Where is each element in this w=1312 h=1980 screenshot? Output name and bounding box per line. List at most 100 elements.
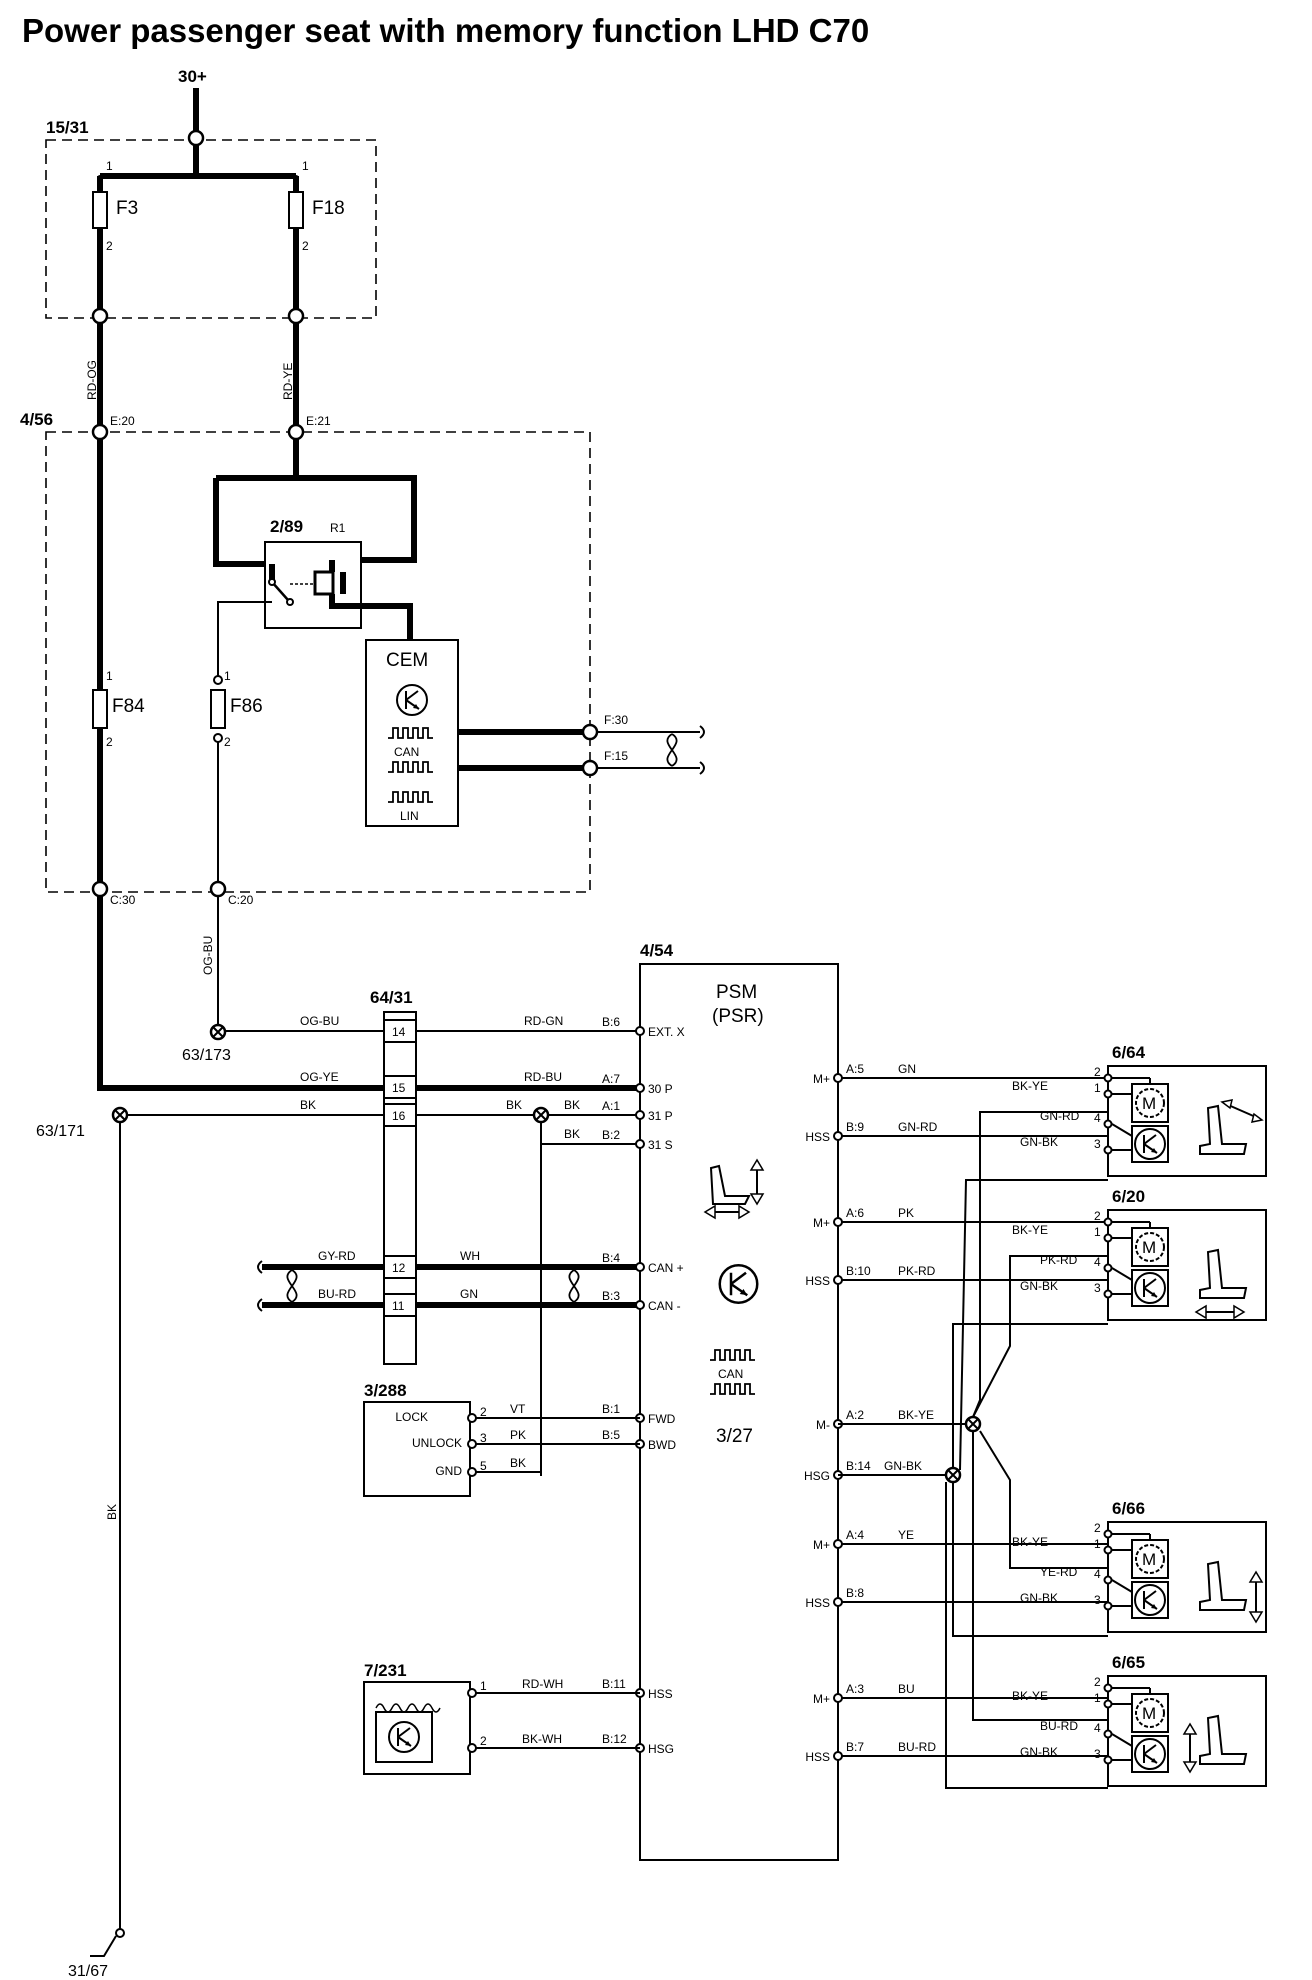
svg-text:YE-RD: YE-RD bbox=[1040, 1565, 1078, 1579]
svg-text:BK: BK bbox=[564, 1127, 580, 1141]
svg-text:1: 1 bbox=[1094, 1691, 1101, 1705]
svg-text:GN-BK: GN-BK bbox=[1020, 1135, 1058, 1149]
wire-rd-og-label: RD-OG bbox=[85, 360, 99, 400]
svg-text:B:12: B:12 bbox=[602, 1732, 627, 1746]
seat-direction-icon bbox=[1182, 1714, 1248, 1774]
svg-text:A:2: A:2 bbox=[846, 1408, 864, 1422]
svg-text:2: 2 bbox=[480, 1405, 487, 1419]
svg-text:GND: GND bbox=[435, 1464, 462, 1478]
svg-text:M+: M+ bbox=[813, 1692, 830, 1706]
svg-text:BK-YE: BK-YE bbox=[1012, 1223, 1048, 1237]
cem-box-4-56 bbox=[45, 431, 591, 893]
conn-e20: E:20 bbox=[110, 414, 135, 428]
svg-text:GN: GN bbox=[460, 1287, 478, 1301]
svg-text:B:6: B:6 bbox=[602, 1015, 620, 1029]
fuse-f3-label: F3 bbox=[116, 198, 138, 219]
ground-node-63-171 bbox=[111, 1106, 129, 1124]
fuse-f86-pin-out: 2 bbox=[224, 735, 231, 749]
psm-sub-id: 3/27 bbox=[716, 1426, 753, 1447]
motor-assemblies: 6/6421BK-YE4GN-RD3GN-BKM6/2021BK-YE4PK-R… bbox=[1012, 1043, 1267, 1787]
svg-text:31 P: 31 P bbox=[648, 1109, 673, 1123]
conn-f30: F:30 bbox=[604, 713, 628, 727]
svg-text:6/65: 6/65 bbox=[1112, 1653, 1145, 1672]
seat-direction-icon bbox=[1194, 1248, 1248, 1320]
fuse-box-15-31 bbox=[45, 139, 377, 319]
position-sensor-icon bbox=[1131, 1735, 1169, 1773]
svg-text:16: 16 bbox=[392, 1109, 406, 1123]
conn-e21: E:21 bbox=[306, 414, 331, 428]
svg-text:GN-RD: GN-RD bbox=[1040, 1109, 1080, 1123]
psm-left-pin: A:7 30 P bbox=[602, 1072, 673, 1096]
motor-icon: M bbox=[1131, 1693, 1169, 1733]
return-bus bbox=[838, 1111, 1108, 1789]
motor-icon: M bbox=[1131, 1539, 1169, 1579]
svg-text:2: 2 bbox=[1094, 1521, 1101, 1535]
ground-node-63-173 bbox=[209, 1023, 227, 1041]
svg-text:M: M bbox=[1142, 1238, 1156, 1257]
ground-63-173-label: 63/173 bbox=[182, 1047, 231, 1064]
sensor-row-2: 2 BK-WH bbox=[467, 1732, 640, 1753]
fuse-box-id: 15/31 bbox=[46, 118, 89, 137]
svg-text:4: 4 bbox=[1094, 1111, 1101, 1125]
psm-module bbox=[639, 963, 839, 1861]
svg-text:RD-GN: RD-GN bbox=[524, 1014, 563, 1028]
svg-text:GY-RD: GY-RD bbox=[318, 1249, 356, 1263]
svg-text:3: 3 bbox=[1094, 1137, 1101, 1151]
relay-coil bbox=[313, 570, 335, 596]
fuse-f3 bbox=[92, 191, 108, 229]
svg-text:B:11: B:11 bbox=[602, 1677, 626, 1691]
svg-text:M+: M+ bbox=[813, 1538, 830, 1552]
svg-text:A:4: A:4 bbox=[846, 1528, 864, 1542]
motor-icon: M bbox=[1131, 1083, 1169, 1123]
svg-text:GN-BK: GN-BK bbox=[1020, 1279, 1058, 1293]
supply-label: 30+ bbox=[178, 67, 207, 86]
svg-text:RD-BU: RD-BU bbox=[524, 1070, 562, 1084]
seat-direction-icon bbox=[1199, 1560, 1264, 1624]
svg-text:3: 3 bbox=[1094, 1747, 1101, 1761]
cem-can-label: CAN bbox=[394, 745, 419, 759]
connector-pin-15: 15 bbox=[383, 1075, 417, 1099]
svg-text:HSG: HSG bbox=[804, 1469, 830, 1483]
svg-text:GN-BK: GN-BK bbox=[1020, 1591, 1058, 1605]
svg-text:B:2: B:2 bbox=[602, 1128, 620, 1142]
svg-text:HSS: HSS bbox=[805, 1596, 830, 1610]
svg-text:A:5: A:5 bbox=[846, 1062, 864, 1076]
ground-63-171-label: 63/171 bbox=[36, 1123, 85, 1140]
svg-text:11: 11 bbox=[392, 1299, 405, 1313]
psm-left-pin: A:131 P bbox=[602, 1099, 673, 1123]
svg-text:CAN +: CAN + bbox=[648, 1261, 684, 1275]
svg-text:M+: M+ bbox=[813, 1216, 830, 1230]
position-sensor-icon bbox=[1131, 1269, 1169, 1307]
cem-lin-label: LIN bbox=[400, 809, 419, 823]
svg-text:A:3: A:3 bbox=[846, 1682, 864, 1696]
svg-text:A:6: A:6 bbox=[846, 1206, 864, 1220]
svg-text:1: 1 bbox=[480, 1679, 487, 1693]
wire-rd-ye-label: RD-YE bbox=[281, 363, 295, 400]
transistor-icon bbox=[388, 1721, 420, 1753]
svg-text:BK-YE: BK-YE bbox=[1012, 1535, 1048, 1549]
psm-id: 4/54 bbox=[640, 941, 674, 960]
svg-text:A:7: A:7 bbox=[602, 1072, 620, 1086]
svg-text:PK-RD: PK-RD bbox=[1040, 1253, 1078, 1267]
svg-text:15: 15 bbox=[392, 1081, 406, 1095]
svg-text:B:10: B:10 bbox=[846, 1264, 871, 1278]
twist-pair-icon bbox=[568, 1269, 580, 1303]
fuse-f18-pin-out: 2 bbox=[302, 239, 309, 253]
svg-text:OG-BU: OG-BU bbox=[300, 1014, 339, 1028]
wire-og-bu-label: OG-BU bbox=[201, 936, 215, 975]
svg-text:30 P: 30 P bbox=[648, 1082, 673, 1096]
svg-text:M: M bbox=[1142, 1704, 1156, 1723]
svg-text:1: 1 bbox=[1094, 1537, 1101, 1551]
